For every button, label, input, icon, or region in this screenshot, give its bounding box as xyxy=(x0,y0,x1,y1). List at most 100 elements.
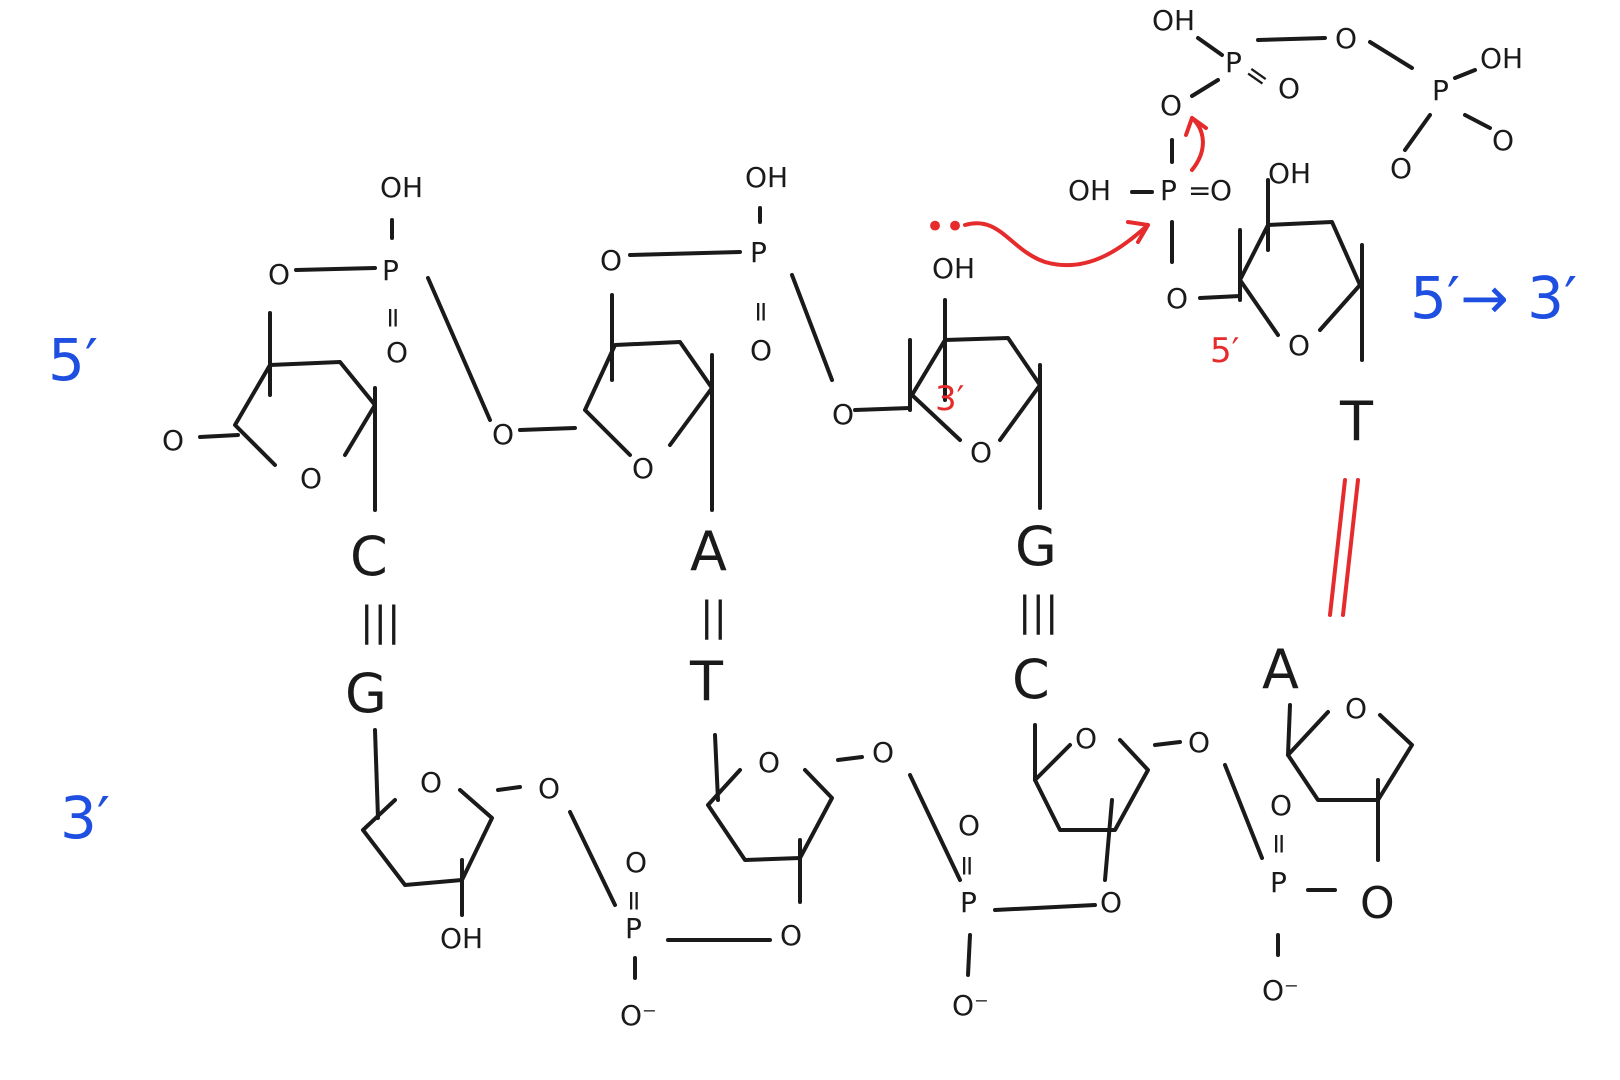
oxygen-atom: O xyxy=(268,258,290,291)
double-bond: = xyxy=(745,300,778,323)
bridge-oxygen: O xyxy=(1335,22,1357,55)
double-bond: = xyxy=(1263,832,1296,855)
oxygen-atom: O xyxy=(538,772,560,805)
phosphorus-alpha: P xyxy=(1160,174,1177,207)
sugar-ring xyxy=(706,768,834,862)
double-bond: = xyxy=(377,306,410,329)
bottom-nucleotide-1: G O OH O xyxy=(345,662,617,955)
top-base-3: G xyxy=(1015,515,1057,578)
ring-oxygen: O xyxy=(300,462,322,495)
oxygen-atom: O xyxy=(162,424,184,457)
ring-oxygen: O xyxy=(1075,722,1097,755)
bottom-nucleotide-3: C O O xyxy=(1012,648,1264,882)
incoming-nucleotide: OH P = O O P OH O O O OH P = O O xyxy=(1068,4,1523,453)
sugar-ring xyxy=(583,340,714,457)
top-nucleotide-1: OH P O = O O O C xyxy=(162,171,492,588)
ring-oxygen: O xyxy=(1345,692,1367,725)
ring-oxygen: O xyxy=(970,436,992,469)
oxygen-atom: O xyxy=(958,809,980,842)
phosphate-o-minus: O⁻ xyxy=(952,989,989,1022)
phosphate-o-minus: O⁻ xyxy=(1262,974,1299,1007)
phosphate-o-minus: O⁻ xyxy=(620,999,657,1032)
ring-oxygen: O xyxy=(758,746,780,779)
bond-4-forming: \\ xyxy=(1328,478,1360,617)
top-base-1: C xyxy=(350,525,388,588)
direction-label: 5′→ 3′ xyxy=(1410,264,1577,332)
top-strand: OH P O = O O O C OH P O = O O xyxy=(162,4,1523,588)
sugar-ring xyxy=(1286,710,1414,802)
three-prime-carbon-label: 3′ xyxy=(935,379,964,419)
double-bond: = xyxy=(1238,55,1276,95)
bottom-nucleotide-4: A O xyxy=(1262,638,1414,862)
bond-1: ||| xyxy=(360,599,400,645)
bottom-strand: G O OH O O = P O O⁻ T O O xyxy=(345,638,1414,1032)
sugar-ring xyxy=(1238,220,1362,337)
top-base-4: T xyxy=(1339,390,1374,453)
phosphorus-beta: P xyxy=(1432,74,1449,107)
sugar-ring xyxy=(910,336,1042,442)
oxygen-atom: O xyxy=(1360,878,1395,929)
phosphorus-atom: P xyxy=(382,254,399,287)
phosphorus-atom: P xyxy=(750,236,767,269)
oxygen-atom: O xyxy=(1270,789,1292,822)
bottom-nucleotide-2: T O O xyxy=(689,650,962,904)
nucleophilic-attack-arrowhead xyxy=(1126,220,1150,244)
oh-beta: OH xyxy=(1480,42,1523,75)
phosphate-oh: OH xyxy=(380,171,423,204)
oxygen-atom: O xyxy=(386,336,408,369)
oxygen-atom: O xyxy=(1278,72,1300,105)
phosphorus-atom: P xyxy=(1270,866,1287,899)
bottom-phosphate-2: O = P O O⁻ xyxy=(951,809,1122,1022)
bottom-base-3: C xyxy=(1012,648,1050,711)
three-prime-label: 3′ xyxy=(60,784,110,852)
leaving-group-arrowhead xyxy=(1184,116,1208,137)
oxygen-atom: O xyxy=(600,244,622,277)
sugar-oh: OH xyxy=(1268,157,1311,190)
phosphate-oh: OH xyxy=(745,161,788,194)
five-prime-carbon-label: 5′ xyxy=(1210,331,1239,371)
oxygen-atom: O xyxy=(492,418,514,451)
sugar-ring xyxy=(233,360,377,467)
lone-pair-dots: •• xyxy=(925,207,965,247)
bottom-base-1: G xyxy=(345,662,387,725)
alpha-bridge-oxygen: O xyxy=(1160,89,1182,122)
oxygen-atom: O xyxy=(625,846,647,879)
ring-oxygen: O xyxy=(1288,329,1310,362)
oh-gamma: OH xyxy=(1152,4,1195,37)
oxygen-atom: O xyxy=(1210,174,1232,207)
ring-oxygen: O xyxy=(632,452,654,485)
bottom-phosphate-1: O = P O O⁻ xyxy=(618,846,802,1032)
three-prime-oh: OH xyxy=(932,252,975,285)
sugar-ring xyxy=(361,788,494,887)
phosphorus-gamma: P xyxy=(1225,46,1242,79)
oxygen-atom: O xyxy=(1188,726,1210,759)
oxygen-atom: O xyxy=(1390,152,1412,185)
nucleophilic-attack-arrow xyxy=(963,221,1150,268)
top-nucleotide-3: O O OH •• 3′ G xyxy=(832,207,1057,578)
double-bond: = xyxy=(951,854,984,877)
top-base-2: A xyxy=(690,520,727,583)
oh-alpha: OH xyxy=(1068,174,1111,207)
double-bond: = xyxy=(1188,174,1211,207)
oxygen-atom: O xyxy=(832,398,854,431)
ring-oxygen: O xyxy=(420,766,442,799)
bond-2: || xyxy=(700,594,727,640)
phosphorus-atom: P xyxy=(960,886,977,919)
oxygen-atom: O xyxy=(1492,124,1514,157)
double-bond: = xyxy=(618,889,651,912)
oxygen-atom: O xyxy=(872,736,894,769)
oxygen-atom: O xyxy=(750,334,772,367)
bottom-base-4: A xyxy=(1262,638,1299,701)
bond-3: ||| xyxy=(1018,589,1058,635)
sugar-ring xyxy=(1033,738,1150,832)
sugar-oh: OH xyxy=(440,922,483,955)
oxygen-atom: O xyxy=(1100,886,1122,919)
phosphorus-atom: P xyxy=(625,912,642,945)
five-prime-label: 5′ xyxy=(48,326,98,394)
oxygen-atom: O xyxy=(780,919,802,952)
bottom-phosphate-3: O = P O O⁻ xyxy=(1262,789,1395,1007)
top-nucleotide-2: OH P O = O O O A xyxy=(492,161,834,583)
five-prime-oxygen: O xyxy=(1166,282,1188,315)
bottom-base-2: T xyxy=(689,650,724,713)
